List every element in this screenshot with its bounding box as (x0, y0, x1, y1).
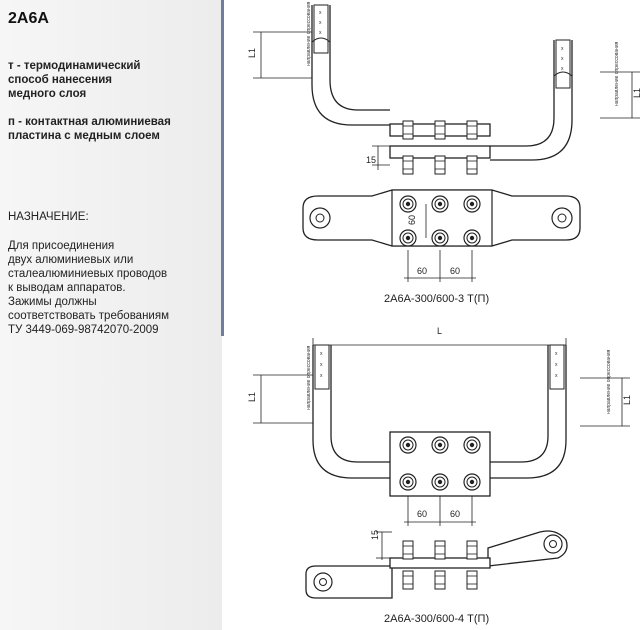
purpose-line: двух алюминиевых или (8, 254, 134, 266)
clamp-plan-view-top (302, 189, 581, 247)
technical-drawing: x x x x x x (247, 1, 641, 625)
clamp-side-view-bottom (305, 530, 568, 599)
purpose-line: сталеалюминиевых проводов (8, 268, 168, 280)
purpose-line: соответствовать требованиям (8, 310, 169, 322)
svg-text:x: x (320, 362, 323, 368)
note-thermodynamic: т - термодинамический способ нанесения м… (8, 59, 140, 101)
strand-marks-left-top: x x x (319, 10, 322, 36)
dim-60b-top: 60 (450, 266, 460, 276)
dim-15-top: 15 (366, 155, 376, 165)
dim-l1-left-top: L1 (247, 48, 257, 58)
bottom-assembly: x x x x x x (247, 326, 632, 625)
note-plate: п - контактная алюминиевая пластина с ме… (8, 115, 171, 143)
svg-text:x: x (555, 373, 558, 379)
dimension-lines-top (253, 31, 640, 170)
svg-text:x: x (320, 373, 323, 379)
conductor-right-bottom (488, 344, 567, 479)
svg-text:x: x (561, 66, 564, 72)
caption-top: 2А6А-300/600-3 Т(П) (384, 293, 489, 305)
svg-text:x: x (319, 10, 322, 16)
note-line: способ нанесения (8, 74, 112, 86)
purpose-text: Для присоединения двух алюминиевых или с… (8, 239, 218, 337)
dimension-15-bottom (376, 531, 392, 560)
purpose-line: Зажимы должны (8, 296, 97, 308)
svg-text:x: x (561, 56, 564, 62)
sidebar-panel (0, 0, 222, 630)
pressing-direction-left-bottom: направление опрессования (306, 345, 312, 410)
caption-bottom: 2А6А-300/600-4 Т(П) (384, 613, 489, 625)
note-line: п - контактная алюминиевая (8, 116, 171, 128)
svg-text:x: x (319, 20, 322, 26)
clamp-side-view-top (389, 120, 491, 175)
strand-marks-right-top: x x x (561, 46, 564, 72)
dim-60a-bottom: 60 (417, 509, 427, 519)
note-line: медного слоя (8, 88, 87, 100)
purpose-heading: НАЗНАЧЕНИЕ: (8, 211, 89, 223)
pressing-direction-right-top: направление опрессования (614, 41, 620, 106)
purpose-line: ТУ 3449-069-98742070-2009 (8, 324, 159, 336)
purpose-line: к выводам аппаратов. (8, 282, 126, 294)
dimension-60-top (404, 204, 476, 282)
dimension-lines-bottom (253, 338, 630, 526)
pressing-direction-right-bottom: направление опрессования (606, 349, 612, 414)
clamp-plan-view-bottom (389, 431, 491, 497)
conductor-right-top (490, 39, 573, 161)
dim-15-bottom-label: 15 (370, 530, 380, 540)
svg-text:x: x (319, 30, 322, 36)
note-line: т - термодинамический (8, 60, 141, 72)
conductor-left-bottom (312, 344, 392, 479)
dim-l1-left-bottom: L1 (247, 392, 257, 402)
dim-L-bottom: L (437, 326, 442, 336)
product-code: 2А6А (8, 10, 49, 27)
note-line: пластина с медным слоем (8, 130, 160, 142)
dim-l1-right-top: L1 (632, 88, 641, 98)
top-assembly: x x x x x x (247, 1, 641, 305)
dim-60b-bottom: 60 (450, 509, 460, 519)
dim-l1-right-bottom: L1 (622, 395, 632, 405)
conductor-left-top (311, 4, 390, 126)
dim-60-vertical-top: 60 (407, 215, 417, 225)
dim-60a-top: 60 (417, 266, 427, 276)
purpose-line: Для присоединения (8, 240, 115, 252)
svg-text:x: x (320, 351, 323, 357)
svg-text:x: x (561, 46, 564, 52)
svg-text:x: x (555, 351, 558, 357)
strand-marks-bottom: x x x x x x (320, 351, 558, 379)
svg-text:x: x (555, 362, 558, 368)
pressing-direction-left-top: направление опрессования (306, 1, 312, 66)
sidebar-accent-bar (221, 0, 224, 336)
